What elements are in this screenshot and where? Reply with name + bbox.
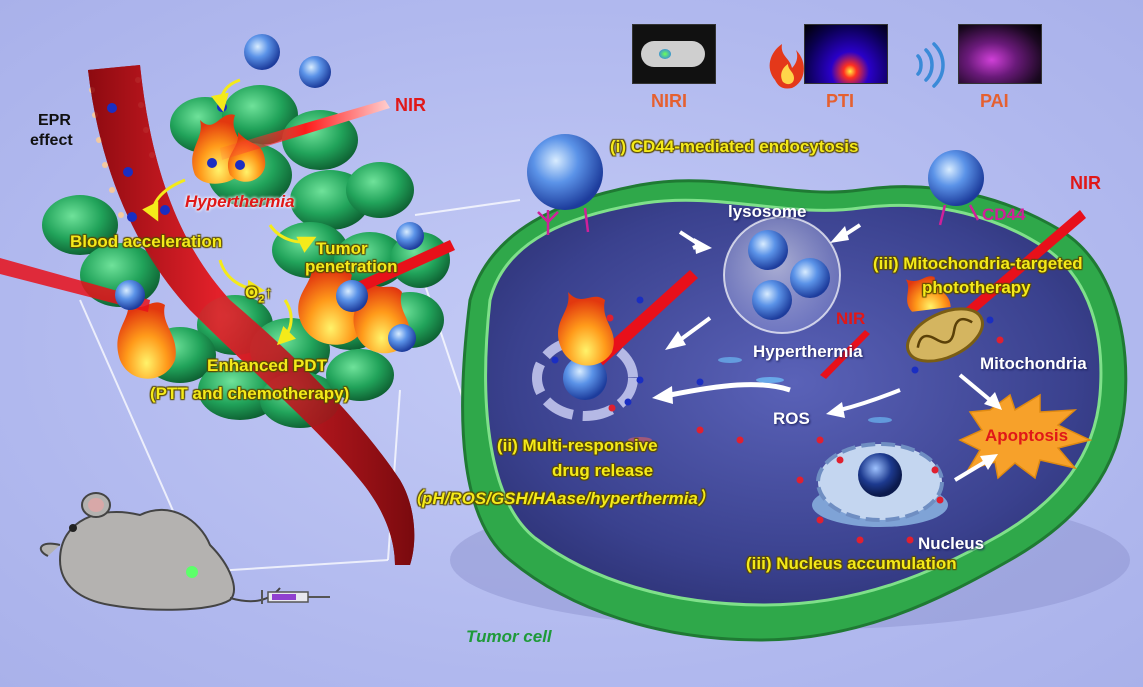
cell-molecules bbox=[551, 296, 1004, 544]
nucleus-label: Nucleus bbox=[918, 534, 985, 553]
drug-release-label-line3: （pH/ROS/GSH/HAase/hyperthermia） bbox=[405, 489, 715, 508]
tumor-penetration-label-line1: Tumor bbox=[316, 239, 368, 258]
o2-label: O2↑ bbox=[245, 283, 273, 306]
mitochondria-therapy-label-line2: phototherapy bbox=[922, 278, 1031, 297]
cd44-receptors bbox=[537, 204, 980, 235]
pai-label: PAI bbox=[980, 91, 1009, 111]
mitochondria bbox=[905, 276, 984, 363]
hyperthermia-label-left: Hyperthermia bbox=[185, 192, 295, 211]
endocytosis-label: (i) CD44-mediated endocytosis bbox=[610, 137, 859, 156]
enhanced-pdt-label-line2: (PTT and chemotherapy) bbox=[150, 384, 350, 403]
lysosome-label: lysosome bbox=[728, 202, 807, 221]
niri-label: NIRI bbox=[651, 91, 687, 111]
pti-label: PTI bbox=[826, 91, 855, 111]
pai-image bbox=[958, 24, 1042, 84]
nanoparticles-left bbox=[115, 34, 424, 352]
cd44-nanoparticles bbox=[527, 134, 984, 210]
nucleus bbox=[812, 442, 948, 527]
mitochondria-therapy-label-line1: (iii) Mitochondria-targeted bbox=[873, 254, 1083, 273]
syringe bbox=[261, 590, 330, 604]
niri-image bbox=[632, 24, 716, 84]
cd44-label: CD44 bbox=[982, 205, 1026, 224]
cell-arrows bbox=[652, 223, 1002, 482]
blood-acceleration-label: Blood acceleration bbox=[70, 232, 223, 251]
mouse-silhouette bbox=[39, 492, 281, 611]
enhanced-pdt-label-line1: Enhanced PDT bbox=[207, 356, 327, 375]
drug-release-vesicle bbox=[532, 292, 638, 421]
pti-image bbox=[804, 24, 888, 84]
nucleus-accumulation-label: (iii) Nucleus accumulation bbox=[746, 554, 957, 573]
epr-label-line2: effect bbox=[30, 132, 73, 149]
epr-label-line1: EPR bbox=[38, 112, 71, 129]
nir-lasers bbox=[0, 100, 1086, 379]
drug-release-label-line2: drug release bbox=[552, 461, 654, 480]
flame-icon bbox=[769, 44, 804, 89]
drug-release-label-line1: (ii) Multi-responsive bbox=[497, 436, 658, 455]
sound-wave-icon bbox=[916, 42, 945, 88]
nir-label-right: NIR bbox=[1070, 173, 1101, 193]
tumor-cell-label: Tumor cell bbox=[466, 627, 552, 646]
apoptosis-label: Apoptosis bbox=[985, 426, 1069, 445]
tumor-penetration-label-line2: penetration bbox=[305, 257, 398, 276]
lysosome bbox=[723, 216, 841, 334]
nir-label-inner: NIR bbox=[836, 309, 866, 328]
hyperthermia-label-cell: Hyperthermia bbox=[753, 342, 863, 361]
ros-label: ROS bbox=[773, 409, 810, 428]
nir-label-top: NIR bbox=[395, 95, 426, 115]
mitochondria-label: Mitochondria bbox=[980, 354, 1087, 373]
